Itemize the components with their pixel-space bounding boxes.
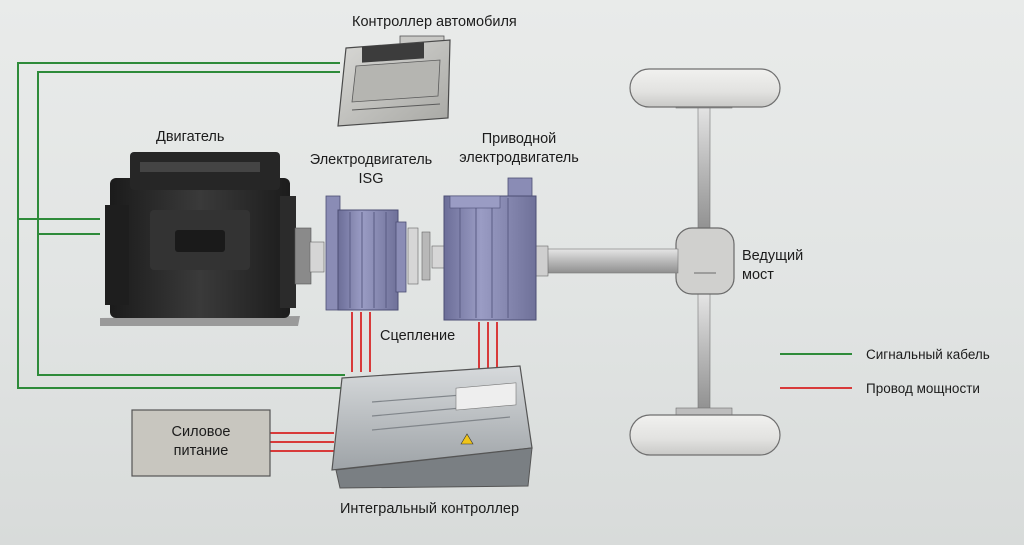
integrated-controller-unit (331, 365, 533, 489)
axle-vertical-upper (697, 102, 711, 234)
drive-axle-label-line2: мост (742, 267, 774, 283)
vehicle-controller-unit (337, 35, 451, 127)
engine-block (100, 152, 325, 326)
clutch-label: Сцепление (380, 328, 456, 344)
drive-motor-label-line2: электродвигатель (459, 150, 579, 166)
signal-cable-outer (17, 62, 345, 389)
drive-axle-label: Ведущий мост (742, 247, 803, 285)
legend-power-label: Провод мощности (866, 381, 980, 396)
drive-axle-assembly (629, 68, 781, 456)
clutch-unit (407, 227, 445, 285)
drive-motor-unit (443, 177, 537, 321)
signal-cables (17, 62, 345, 389)
drive-axle-label-line1: Ведущий (742, 248, 804, 264)
power-supply-label: Силовое питание (132, 423, 270, 461)
drive-motor-label: Приводной электродвигатель (444, 130, 594, 168)
isg-motor-label: Электродвигатель ISG (296, 151, 446, 189)
signal-cable-inner (37, 71, 345, 376)
power-supply-label-line2: питание (173, 443, 229, 459)
drive-motor-label-line1: Приводной (481, 131, 557, 147)
differential (675, 227, 735, 295)
rear-wheel (629, 414, 781, 456)
isg-label-line1: Электродвигатель (309, 152, 433, 168)
axle-vertical-lower (697, 291, 711, 413)
front-wheel (629, 68, 781, 108)
integrated-controller-label: Интегральный контроллер (340, 501, 520, 517)
engine-label: Двигатель (156, 129, 225, 145)
isg-label-line2: ISG (358, 171, 384, 187)
power-supply-label-line1: Силовое (171, 424, 231, 440)
vehicle-controller-label: Контроллер автомобиля (352, 14, 517, 30)
propeller-shaft (533, 245, 679, 277)
legend-signal-label: Сигнальный кабель (866, 347, 990, 362)
power-cables (270, 312, 498, 452)
power-supply-box (131, 409, 271, 477)
isg-motor-unit (325, 195, 407, 311)
